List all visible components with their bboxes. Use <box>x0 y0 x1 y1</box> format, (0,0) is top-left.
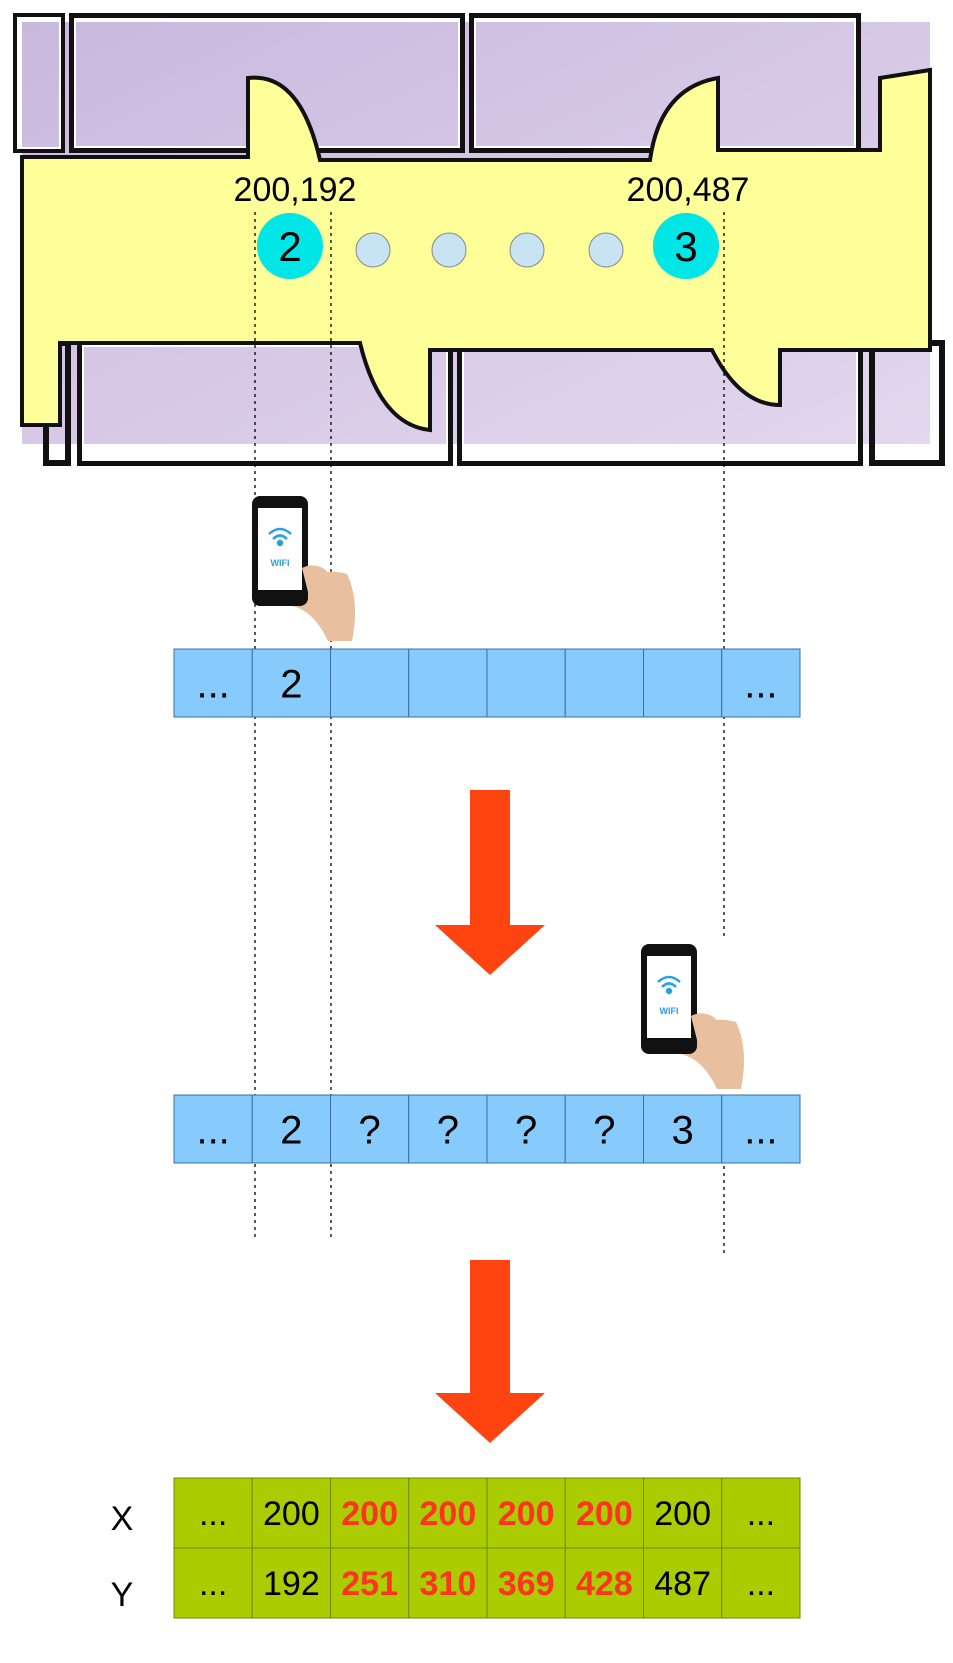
array-cell <box>564 1094 644 1164</box>
array-cell <box>643 1477 723 1549</box>
array-cell <box>408 648 488 718</box>
scan-array-1: ... 2... <box>173 648 801 718</box>
guide-lines <box>254 212 725 1257</box>
array-cell-value: 200 <box>341 1495 398 1533</box>
intermediate-dot <box>355 232 391 268</box>
array-cell <box>643 1547 723 1619</box>
result-table: ... 200 200 200 200 200 200...... 192 251 310 369 4… <box>173 1477 801 1619</box>
array-cell-value: ... <box>744 662 777 706</box>
down-arrow-2 <box>435 1260 545 1443</box>
corridor <box>20 67 932 433</box>
array-cell-value: 310 <box>420 1565 477 1603</box>
marker-3-circle <box>653 213 719 279</box>
array-cell-value: ? <box>593 1108 615 1152</box>
array-cell <box>173 648 253 718</box>
array-cell-value: ? <box>515 1108 537 1152</box>
phone-screen <box>258 508 302 590</box>
array-cell-value: 487 <box>654 1565 711 1603</box>
array-cell-value: 200 <box>263 1495 320 1533</box>
array-cell <box>251 1547 331 1619</box>
array-cell-value: ... <box>199 1565 227 1603</box>
array-cell-value: ... <box>744 1108 777 1152</box>
intermediate-dot <box>431 232 467 268</box>
array-cell <box>721 1094 801 1164</box>
array-cell <box>564 1547 644 1619</box>
array-cell <box>721 648 801 718</box>
array-cell <box>643 1094 723 1164</box>
row-label-y: Y <box>111 1576 134 1614</box>
array-cell-value: ... <box>747 1495 775 1533</box>
down-arrow-1 <box>435 790 545 975</box>
array-cell-value: ? <box>359 1108 381 1152</box>
array-cell-value: 251 <box>341 1565 398 1603</box>
array-cell <box>173 1094 253 1164</box>
array-cell-value: ? <box>437 1108 459 1152</box>
array-cell-value: 3 <box>672 1108 694 1152</box>
array-cell <box>251 1094 331 1164</box>
array-cell <box>564 1477 644 1549</box>
array-cell-value: 200 <box>576 1495 633 1533</box>
intermediate-dot <box>588 232 624 268</box>
intermediate-dot <box>509 232 545 268</box>
marker-2-label: 2 <box>278 223 301 270</box>
marker-2-circle <box>257 213 323 279</box>
array-cell-value: 2 <box>280 662 302 706</box>
array-cell <box>721 1547 801 1619</box>
array-cell-value: 200 <box>420 1495 477 1533</box>
wifi-icon <box>268 527 292 547</box>
array-cell-value: 369 <box>498 1565 555 1603</box>
wifi-icon <box>657 975 681 995</box>
array-cell <box>173 1547 253 1619</box>
array-cell-value: ... <box>196 662 229 706</box>
array-cell <box>251 648 331 718</box>
array-cell-value: 200 <box>498 1495 555 1533</box>
array-cell <box>330 1547 410 1619</box>
array-cell <box>486 648 566 718</box>
array-cell <box>330 1477 410 1549</box>
phone-in-hand-1: WIFI <box>252 496 356 641</box>
array-cell-value: ... <box>199 1495 227 1533</box>
array-cell <box>251 1477 331 1549</box>
array-cell <box>564 648 644 718</box>
row-label-x: X <box>111 1500 134 1538</box>
array-cell <box>643 648 723 718</box>
array-cell <box>330 648 410 718</box>
array-cell <box>721 1477 801 1549</box>
wifi-label: WIFI <box>271 558 290 568</box>
marker-3-label: 3 <box>674 223 697 270</box>
array-cell-value: 428 <box>576 1565 633 1603</box>
array-cell <box>408 1477 488 1549</box>
array-cell-value: ... <box>196 1108 229 1152</box>
array-cell-value: 2 <box>280 1108 302 1152</box>
wifi-label: WIFI <box>660 1006 679 1016</box>
array-cell <box>408 1547 488 1619</box>
array-cell-value: 200 <box>654 1495 711 1533</box>
array-cell <box>486 1477 566 1549</box>
floor-plan: 200,192 200,487 2 3 <box>13 13 945 466</box>
scan-array-2: ... 2???? 3... <box>173 1094 801 1164</box>
phone-screen <box>647 956 691 1038</box>
location-label-3: 200,487 <box>627 171 750 209</box>
array-cell-value: ... <box>747 1565 775 1603</box>
location-label-2: 200,192 <box>234 171 357 209</box>
phone-in-hand-2: WIFI <box>641 944 745 1089</box>
array-cell-value: 192 <box>263 1565 320 1603</box>
